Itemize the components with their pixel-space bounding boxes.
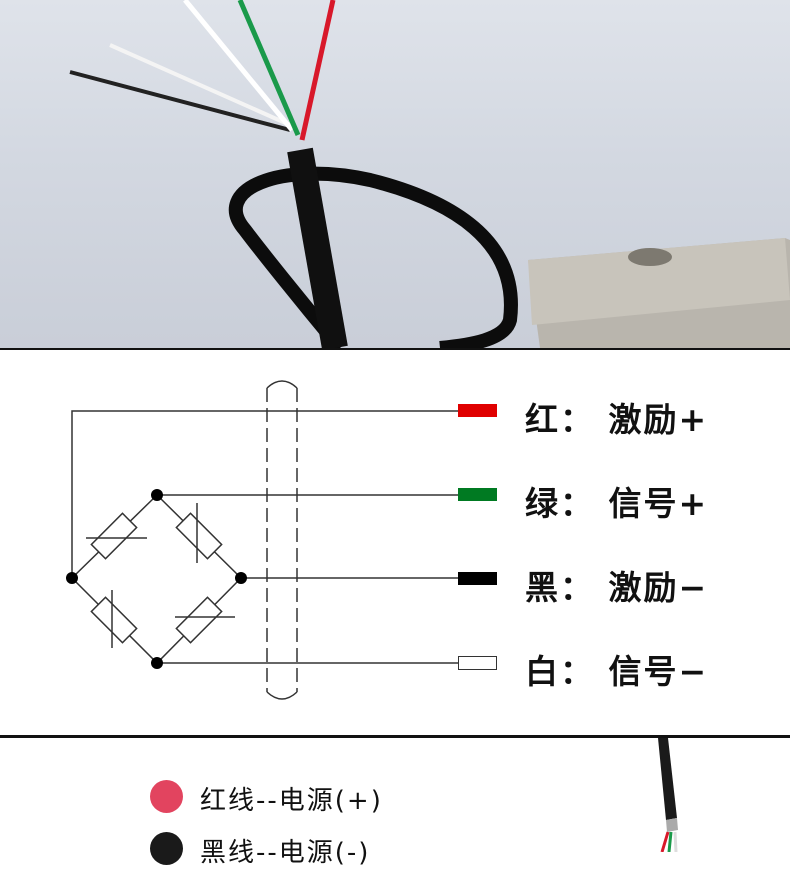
section-divider <box>0 348 790 350</box>
wire-swatch-green <box>458 488 497 501</box>
wire-swatch-black <box>458 572 497 585</box>
wire-label-white: 白： 信号− <box>525 652 709 691</box>
wire-label-red: 红： 激励+ <box>525 400 709 439</box>
load-cell-photo <box>0 0 790 355</box>
section-divider-2 <box>0 735 790 738</box>
wire-swatch-white <box>458 656 497 670</box>
cable-end-photo <box>658 738 678 852</box>
legend-black-wire: 黑线--电源(-) <box>200 838 371 868</box>
cable-illustration <box>69 0 790 355</box>
black-dot-icon <box>150 832 183 865</box>
wire-label-green: 绿： 信号+ <box>525 484 709 523</box>
wire-swatch-red <box>458 404 497 417</box>
legend-red-wire: 红线--电源(+) <box>200 786 383 816</box>
bridge-circuit-diagram <box>66 380 458 700</box>
red-dot-icon <box>150 780 183 813</box>
wire-label-black: 黑： 激励− <box>525 568 709 607</box>
